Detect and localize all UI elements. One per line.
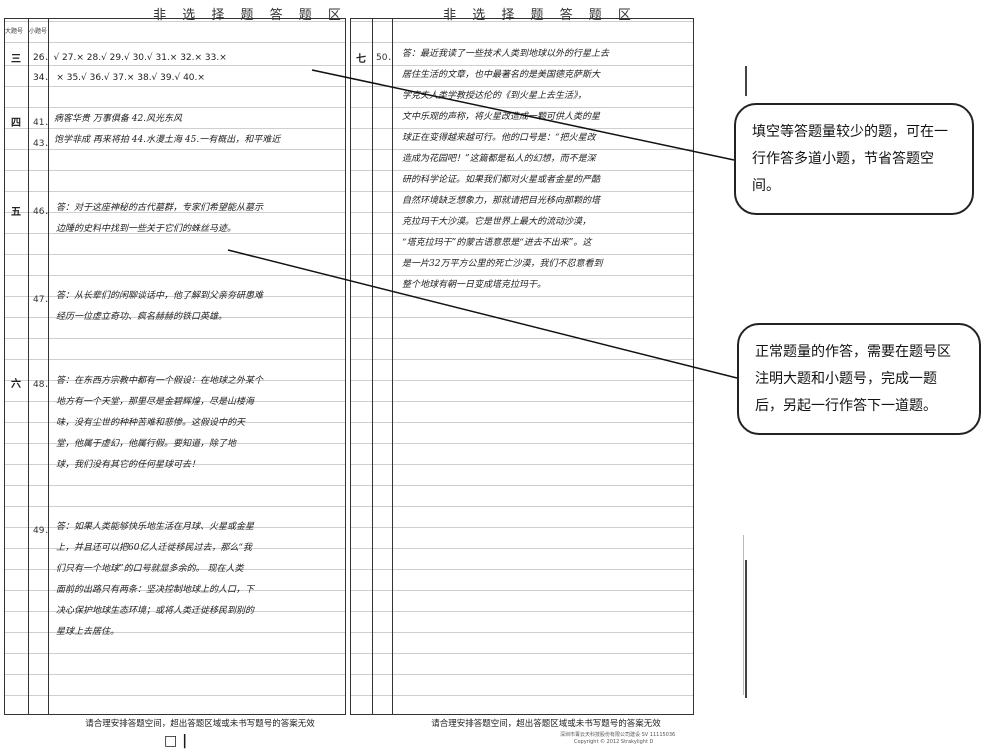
answer-50: 答：最近我读了一些技术人类到地球以外的行星上去 居住生活的文章，也中最著名的是美… [402, 44, 609, 296]
connector-bottom [227, 249, 738, 379]
margin-bar-bottom [745, 560, 747, 698]
question-number-46: 46． [33, 207, 54, 217]
answer-50-line: 克拉玛干大沙漠。它是世界上最大的流动沙漠， [402, 217, 592, 227]
answer-48: 答：在东西方宗教中都有一个假设：在地球之外某个 地方有一个天堂，那里尽是金碧辉煌… [56, 371, 263, 476]
answer-48-line: 堂，他属于虚幻，他属行假。要知道，除了地 [56, 439, 237, 449]
right-small-column-divider [392, 18, 393, 715]
answer-49-line: 面前的出路只有两条：坚决控制地球上的人口，下 [56, 585, 255, 595]
answer-50-line: 文中乐观的声称，将火星改造成一颗可供人类的星 [402, 112, 601, 122]
answer-46: 答：对于这座神秘的古代墓群，专家们希望能从墓示 边陲的史料中找到一些关于它们的蛛… [56, 198, 263, 240]
answer-47: 答：从长辈们的闲聊谈话中，他了解到父亲夯研患难 经历一位虚立奇功、疯名赫赫的铁口… [56, 286, 263, 328]
section-four: 四 [11, 118, 21, 129]
left-footer-notice: 请合理安排答题空间，超出答题区域或未书写题号的答案无效 [85, 719, 315, 729]
question-number-43: 43． [33, 139, 54, 149]
answer-50-line: 居住生活的文章，也中最著名的是美国德克萨斯大 [402, 70, 601, 80]
answer-50-line: 是一片32万平方公里的死亡沙漠，我们不忍意看到 [402, 259, 603, 269]
answer-47-line: 经历一位虚立奇功、疯名赫赫的铁口英雄。 [56, 312, 228, 322]
right-big-column-divider [372, 18, 373, 715]
connector-top [311, 69, 735, 161]
answer-49-line: 决心保护地球生态环境；或将人类迁徙移民到别的 [56, 606, 255, 616]
answer-41-42: 病客华贵 万事俱备 42.风光东风 [54, 114, 183, 124]
answer-50-line: 答：最近我读了一些技术人类到地球以外的行星上去 [402, 49, 610, 59]
section-seven: 七 [356, 54, 366, 65]
answer-48-line: 球，我们没有其它的任何星球可去！ [56, 460, 201, 470]
margin-bar-top [745, 66, 747, 96]
copyright-line-1: 深圳市菁云天科技股份有限公司建设 SV 11115036 [560, 732, 676, 738]
question-number-41: 41． [33, 118, 54, 128]
answer-line-34-40: 34． × 35.√ 36.√ 37.× 38.√ 39.√ 40.× [33, 73, 205, 83]
page-mark: □ | [164, 733, 188, 749]
header-big-question: 大题号 [5, 28, 24, 35]
answer-50-line: 球正在变得越来越可行。他的口号是：“把火星改 [402, 133, 596, 143]
answer-49: 答：如果人类能够快乐地生活在月球、火星或金星 上，并且还可以把60亿人迁徙移民过… [56, 517, 254, 643]
callout-short-answers: 填空等答题量较少的题，可在一行作答多道小题，节省答题空间。 [734, 103, 974, 215]
answer-46-line: 边陲的史料中找到一些关于它们的蛛丝马迹。 [56, 224, 237, 234]
question-number-47: 47． [33, 295, 54, 305]
margin-guide-thin [743, 535, 744, 695]
answer-50-line: 造成为花园吧！”这篇都是私人的幻想，而不是深 [402, 154, 596, 164]
question-number-48: 48． [33, 380, 54, 390]
answer-50-line: 整个地球有朝一日变成塔克拉玛干。 [402, 280, 547, 290]
section-six: 六 [11, 379, 21, 390]
answer-48-line: 地方有一个天堂，那里尽是金碧辉煌，尽是山楼海 [56, 397, 255, 407]
left-big-column-divider [28, 18, 29, 715]
answer-48-line: 味，没有尘世的种种苦难和悲惨。这假设中的天 [56, 418, 246, 428]
copyright-line-2: Copyright © 2012 Strakylight D [574, 739, 654, 745]
left-small-column-divider [48, 18, 49, 715]
left-answer-panel [4, 18, 346, 715]
answer-43-45: 饱学非成 再来将拍 44.水漫土海 45.一有概出，和平难近 [54, 135, 281, 145]
answer-50-line: 研的科学论证。如果我们都对火星或者金星的严酷 [402, 175, 601, 185]
section-three: 三 [11, 54, 21, 65]
question-number-49: 49． [33, 526, 54, 536]
answer-49-line: 答：如果人类能够快乐地生活在月球、火星或金星 [56, 522, 255, 532]
answer-48-line: 答：在东西方宗教中都有一个假设：在地球之外某个 [56, 376, 264, 386]
answer-49-line: 星球上去居住。 [56, 627, 120, 637]
answer-line-26-33: 26．√ 27.× 28.√ 29.√ 30.√ 31.× 32.× 33.× [33, 53, 227, 63]
answer-49-line: 上，并且还可以把60亿人迁徙移民过去，那么“我 [56, 543, 253, 553]
answer-50-line: 学克夫人类学教授达伦的《到火星上去生活》， [402, 91, 587, 101]
header-small-question: 小题号 [29, 28, 48, 35]
answer-50-line: “塔克拉玛干”的蒙古语意思是“进去不出来”。这 [402, 238, 592, 248]
answer-49-line: 们只有一个地球”的口号就显多余的。 现在人类 [56, 564, 244, 574]
section-five: 五 [11, 207, 21, 218]
right-footer-notice: 请合理安排答题空间，超出答题区域或未书写题号的答案无效 [431, 719, 661, 729]
answer-46-line: 答：对于这座神秘的古代墓群，专家们希望能从墓示 [56, 203, 264, 213]
callout-normal-answers: 正常题量的作答，需要在题号区注明大题和小题号，完成一题后，另起一行作答下一道题。 [737, 323, 981, 435]
answer-50-line: 自然环境缺乏想象力，那就请把目光移向那颗的塔 [402, 196, 601, 206]
answer-47-line: 答：从长辈们的闲聊谈话中，他了解到父亲夯研患难 [56, 291, 264, 301]
question-number-50: 50． [376, 53, 397, 63]
